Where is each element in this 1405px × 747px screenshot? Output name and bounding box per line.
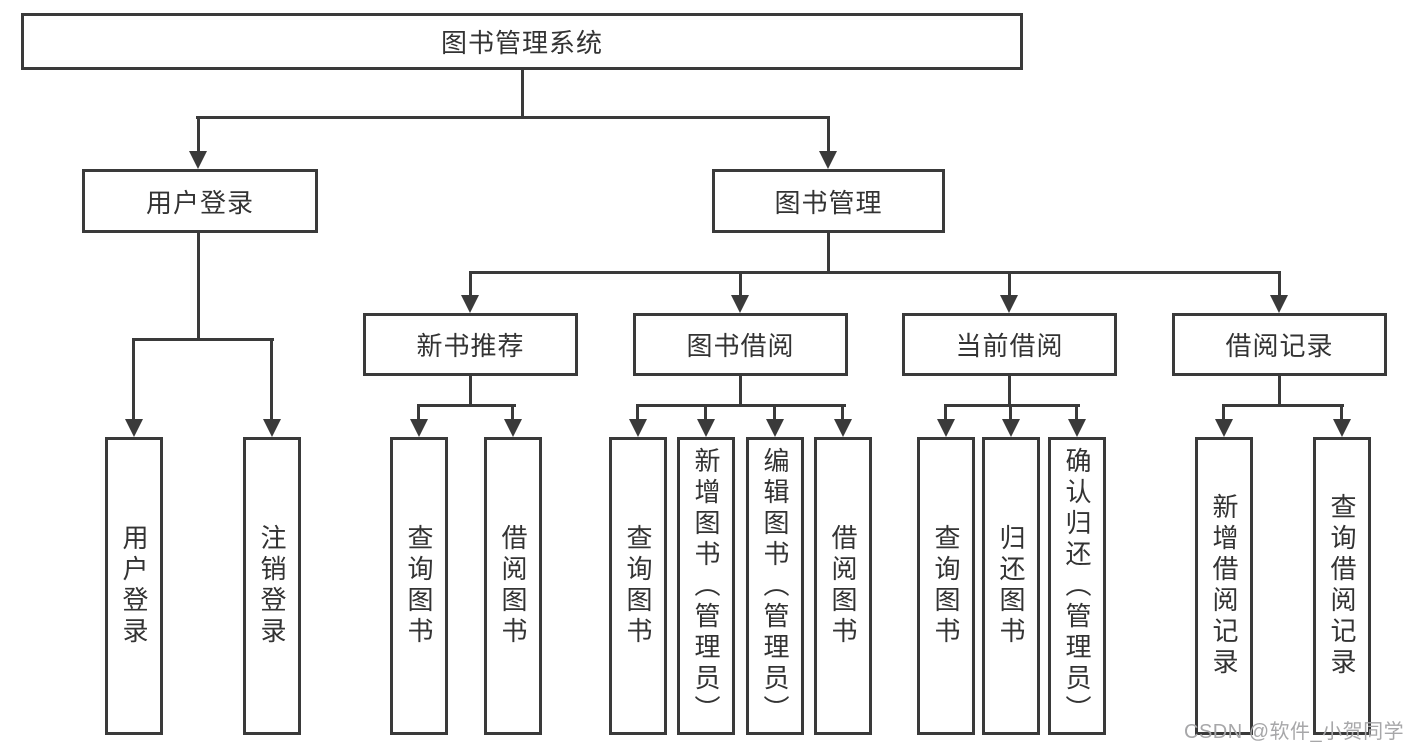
leaf-logout: 注销登录 [243,437,301,735]
arrowhead [834,419,852,437]
leaf-label: 注销登录 [257,524,287,648]
arrowhead [1002,419,1020,437]
connector-current-borrow-stem [1008,374,1011,406]
connector-drop [1222,406,1225,421]
node-current-borrow: 当前借阅 [902,313,1117,376]
connector-drop [417,406,420,421]
leaf-label: 借阅图书 [498,524,528,648]
connector-level3-crossbar [469,271,1281,274]
arrowhead-book-borrow [731,295,749,313]
connector-borrow-records-crossbar [1222,404,1344,407]
connector-drop [1075,406,1078,421]
connector-drop-new-book [469,273,472,297]
arrowhead-new-book [461,295,479,313]
connector-book-management-stem [827,232,830,273]
arrowhead-borrow-records [1270,295,1288,313]
arrowhead-leaf-logout [263,419,281,437]
connector-new-book-stem [469,374,472,406]
connector-drop [944,406,947,421]
leaf-label: 新增借阅记录 [1209,493,1239,679]
connector-drop-book-borrow [739,273,742,297]
node-new-book-recommend: 新书推荐 [363,313,578,376]
leaf-return-books: 归还图书 [982,437,1040,735]
connector-drop-borrow-records [1278,273,1281,297]
arrowhead [1068,419,1086,437]
arrowhead-user-login [189,151,207,169]
csdn-watermark: CSDN @软件_小贺同学 [1184,721,1405,743]
node-label: 用户登录 [145,187,254,218]
leaf-label: 查询借阅记录 [1327,493,1357,679]
connector-drop [636,406,639,421]
leaf-label: 用户登录 [119,524,149,648]
leaf-edit-books-admin: 编辑图书（管理员） [746,437,804,735]
arrowhead [1333,419,1351,437]
arrowhead [937,419,955,437]
node-borrow-records: 借阅记录 [1172,313,1387,376]
node-book-management: 图书管理 [712,169,945,233]
arrowhead [1215,419,1233,437]
leaf-add-books-admin: 新增图书（管理员） [677,437,735,735]
leaf-label: 编辑图书（管理员） [760,446,790,726]
node-label: 当前借阅 [955,331,1064,361]
node-label: 新书推荐 [416,331,525,361]
arrowhead-book-management [819,151,837,169]
connector-borrow-records-stem [1278,374,1281,406]
connector-drop-user-login [197,116,200,153]
connector-drop-leaf-login [132,340,135,421]
arrowhead-leaf-login [125,419,143,437]
arrowhead [410,419,428,437]
node-label: 图书借阅 [686,331,795,361]
connector-drop [1009,406,1012,421]
connector-book-borrow-crossbar [636,404,846,407]
connector-current-borrow-crossbar [944,404,1080,407]
connector-new-book-crossbar [417,404,516,407]
leaf-query-borrow-record: 查询借阅记录 [1313,437,1371,735]
connector-drop [773,406,776,421]
leaf-confirm-return-admin: 确认归还（管理员） [1048,437,1106,735]
leaf-label: 查询图书 [931,524,961,648]
connector-drop-leaf-logout [270,340,273,421]
connector-root-crossbar [196,116,830,119]
leaf-label: 借阅图书 [828,524,858,648]
leaf-label: 查询图书 [404,524,434,648]
arrowhead-current-borrow [1000,295,1018,313]
leaf-add-borrow-record: 新增借阅记录 [1195,437,1253,735]
node-user-login: 用户登录 [82,169,318,233]
connector-drop [511,406,514,421]
arrowhead [697,419,715,437]
connector-user-login-crossbar [132,338,274,341]
connector-drop [704,406,707,421]
leaf-label: 归还图书 [996,524,1026,648]
connector-user-login-stem [197,232,200,340]
leaf-borrow-books: 借阅图书 [814,437,872,735]
connector-drop [841,406,844,421]
leaf-query-books-current: 查询图书 [917,437,975,735]
connector-drop [1340,406,1343,421]
arrowhead [629,419,647,437]
connector-root-stem [521,70,524,117]
node-label: 图书管理系统 [440,28,603,58]
node-label: 借阅记录 [1225,331,1334,361]
connector-book-borrow-stem [739,374,742,406]
leaf-query-books-recommend: 查询图书 [390,437,448,735]
node-library-management-system: 图书管理系统 [21,13,1023,70]
leaf-user-login: 用户登录 [105,437,163,735]
leaf-label: 确认归还（管理员） [1062,446,1092,726]
node-label: 图书管理 [774,187,883,218]
connector-drop-current-borrow [1008,273,1011,297]
arrowhead [504,419,522,437]
node-book-borrow: 图书借阅 [633,313,848,376]
leaf-label: 新增图书（管理员） [691,446,721,726]
leaf-borrow-books-recommend: 借阅图书 [484,437,542,735]
connector-drop-book-management [827,116,830,153]
arrowhead [766,419,784,437]
leaf-label: 查询图书 [623,524,653,648]
leaf-query-books-borrow: 查询图书 [609,437,667,735]
